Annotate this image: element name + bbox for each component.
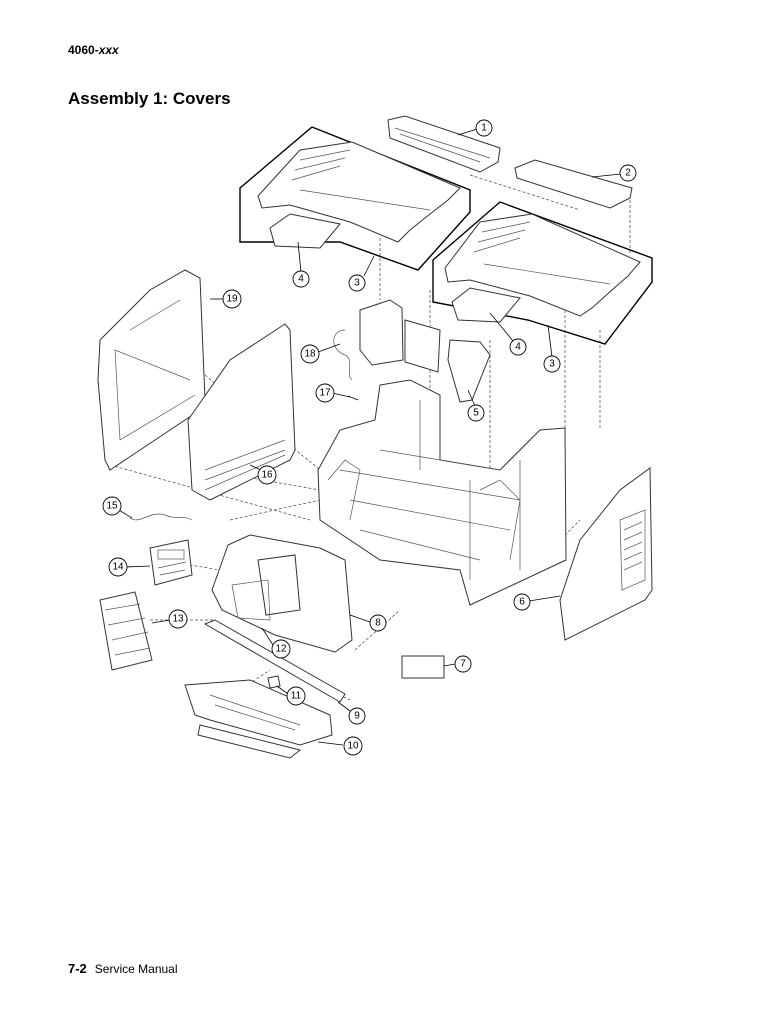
callout-9: 9 bbox=[348, 707, 366, 725]
callout-14-label: 14 bbox=[112, 562, 124, 573]
part-2-rear-panel bbox=[514, 159, 633, 209]
top-cover-frame-left bbox=[239, 126, 471, 271]
callout-1: 1 bbox=[475, 119, 493, 137]
callout-11: 11 bbox=[286, 686, 306, 706]
callout-18-label: 18 bbox=[304, 349, 316, 360]
callout-10-label: 10 bbox=[347, 741, 359, 752]
callout-8: 8 bbox=[369, 614, 387, 632]
callout-4-right: 4 bbox=[509, 338, 527, 356]
part-15-panel-cable bbox=[129, 513, 193, 521]
callout-16: 16 bbox=[257, 465, 277, 485]
part-14-operator-panel bbox=[149, 539, 193, 586]
callout-19-label: 19 bbox=[226, 294, 238, 305]
callout-4-left-label: 4 bbox=[298, 274, 304, 285]
part-8-front-cover bbox=[211, 534, 353, 653]
callout-12: 12 bbox=[271, 639, 291, 659]
document-id: 4060-xxx bbox=[68, 43, 119, 57]
page-footer: 7-2 Service Manual bbox=[68, 961, 178, 976]
callout-13-label: 13 bbox=[172, 614, 184, 625]
part-1-top-access-cover bbox=[387, 115, 501, 173]
callout-7-label: 7 bbox=[460, 659, 466, 670]
part-4-paper-support-left bbox=[269, 213, 341, 249]
callout-9-label: 9 bbox=[354, 711, 360, 722]
callout-5: 5 bbox=[467, 404, 485, 422]
part-7-label bbox=[401, 655, 445, 679]
page-title: Assembly 1: Covers bbox=[68, 89, 231, 108]
callout-2: 2 bbox=[619, 164, 637, 182]
callout-13: 13 bbox=[168, 609, 188, 629]
callout-1-label: 1 bbox=[481, 123, 487, 134]
page-number: 7-2 bbox=[68, 961, 87, 976]
callout-5-label: 5 bbox=[473, 408, 479, 419]
part-10-paper-tray bbox=[184, 679, 333, 759]
callout-6-label: 6 bbox=[519, 597, 525, 608]
callout-4-left: 4 bbox=[292, 270, 310, 288]
callout-7: 7 bbox=[454, 655, 472, 673]
callout-16-label: 16 bbox=[261, 470, 273, 481]
part-3-top-cover-right bbox=[444, 213, 641, 323]
document-id-prefix: 4060- bbox=[68, 43, 99, 57]
part-6-right-side-cover bbox=[559, 467, 653, 641]
callout-15: 15 bbox=[102, 496, 122, 516]
callout-2-label: 2 bbox=[625, 168, 631, 179]
callout-10: 10 bbox=[343, 736, 363, 756]
part-5-bracket-assembly bbox=[359, 299, 491, 403]
part-9-front-rail bbox=[203, 619, 346, 703]
callout-17: 17 bbox=[315, 383, 335, 403]
footer-label: Service Manual bbox=[94, 962, 178, 976]
callout-4-right-label: 4 bbox=[515, 342, 521, 353]
part-3-top-cover-left bbox=[257, 141, 461, 249]
top-cover-frame-right bbox=[432, 201, 653, 345]
printer-main-frame bbox=[317, 379, 567, 606]
callout-3-right: 3 bbox=[543, 355, 561, 373]
part-4-paper-support-right bbox=[451, 287, 521, 323]
part-16-inner-side-panel bbox=[187, 323, 296, 501]
callout-3-left: 3 bbox=[348, 274, 366, 292]
callout-leaders bbox=[118, 128, 622, 746]
callout-12-label: 12 bbox=[275, 644, 287, 655]
callout-11-label: 11 bbox=[291, 691, 302, 702]
callout-15-label: 15 bbox=[106, 501, 118, 512]
part-18-cable bbox=[333, 329, 353, 381]
callout-17-label: 17 bbox=[319, 388, 331, 399]
callout-19: 19 bbox=[222, 289, 242, 309]
callout-18: 18 bbox=[300, 344, 320, 364]
part-13-panel-bezel bbox=[99, 591, 153, 671]
document-id-suffix: xxx bbox=[98, 43, 119, 57]
callout-8-label: 8 bbox=[375, 618, 381, 629]
callout-6: 6 bbox=[513, 593, 531, 611]
callout-3-right-label: 3 bbox=[549, 359, 555, 370]
part-11-roller bbox=[267, 675, 281, 689]
callout-3-left-label: 3 bbox=[354, 278, 360, 289]
callout-14: 14 bbox=[108, 557, 128, 577]
